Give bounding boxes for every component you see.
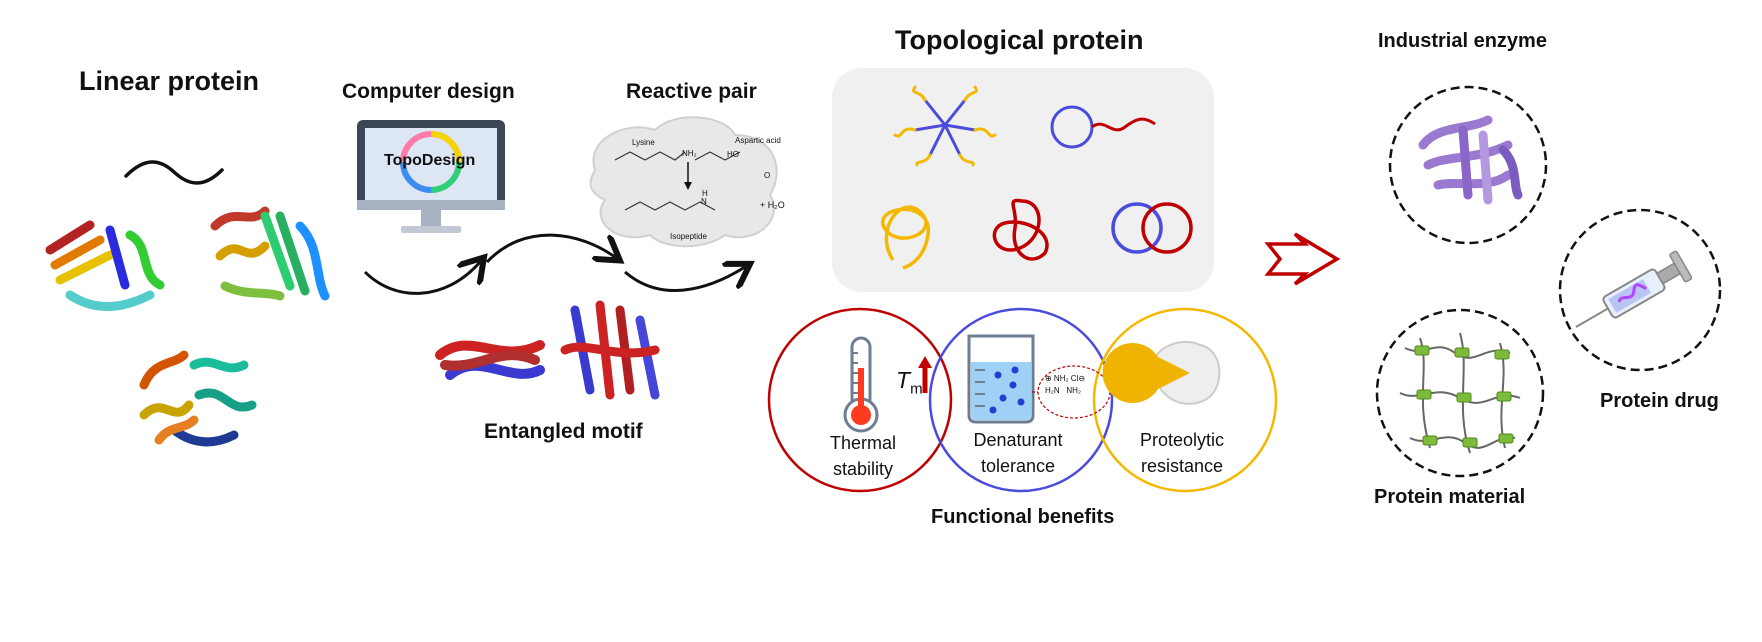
trefoil-yellow-icon: [881, 205, 930, 270]
denaturant-line-2: tolerance: [980, 456, 1056, 476]
proteolytic-resistance-text: Proteolytic resistance: [1121, 427, 1243, 479]
trefoil-red-icon: [992, 198, 1049, 261]
application-arrow-icon: [1264, 232, 1341, 286]
guanidinium-formula: ⊕ NH₂ Cl⊖H₂N NH₂: [1045, 374, 1086, 395]
h-label: H: [702, 189, 708, 198]
industrial-enzyme-title: Industrial enzyme: [1378, 30, 1547, 52]
benefits-venn: [767, 307, 1278, 493]
flow-arrow-3: [624, 267, 745, 292]
proteolytic-line-2: resistance: [1140, 456, 1224, 476]
proteolytic-line-1: Proteolytic: [1139, 430, 1225, 450]
lysine-label: Lysine: [632, 138, 655, 147]
entangled-motif-structure-1: [435, 340, 545, 380]
software-name: TopoDesign: [384, 152, 476, 169]
lasso-topology-icon: [1050, 105, 1156, 149]
ho-label: HO: [727, 150, 739, 159]
protein-material-title: Protein material: [1374, 486, 1526, 508]
entangled-motif-structure-2: [560, 300, 660, 400]
denaturant-circle: [928, 307, 1114, 493]
linear-chain-icon: [124, 160, 224, 185]
water-label: + H₂O: [760, 200, 785, 210]
tm-symbol: T: [896, 367, 911, 393]
o-label: O: [764, 171, 771, 180]
syringe-needle: [1575, 307, 1609, 328]
tm-subscript: m: [910, 380, 923, 398]
protein-material-circle: [1375, 308, 1545, 478]
nh2-label: NH₂: [682, 149, 697, 158]
tm-increase-arrow-icon: [918, 356, 932, 393]
proteolytic-circle: [1092, 307, 1278, 493]
computer-design-title: Computer design: [342, 80, 515, 103]
topological-protein-title: Topological protein: [895, 25, 1144, 55]
thermal-line-2: stability: [832, 459, 894, 479]
beaker-icon: [967, 334, 1035, 424]
thermal-stability-text: Thermal stability: [808, 430, 918, 482]
linear-protein-structure-2: [210, 206, 330, 301]
industrial-enzyme-circle: [1388, 85, 1548, 245]
reactive-pair-title: Reactive pair: [626, 80, 757, 103]
catenane-icon: [1111, 202, 1193, 254]
thermometer-icon: [843, 336, 879, 433]
isopeptide-label: Isopeptide: [670, 232, 707, 241]
protein-drug-circle: [1558, 208, 1722, 372]
n-label: N: [701, 197, 707, 206]
tm-label: Tm: [896, 367, 923, 398]
entangled-motif-title: Entangled motif: [484, 420, 643, 443]
linear-protein-structure-3: [139, 350, 257, 447]
monitor-icon: [357, 120, 505, 233]
protease-icon: [1102, 340, 1221, 405]
flow-arrow-1: [363, 262, 480, 295]
aspartic-acid-label: Aspartic acid: [735, 136, 781, 145]
protein-drug-title: Protein drug: [1600, 390, 1719, 412]
star-topology-icon: [893, 85, 997, 167]
linear-protein-title: Linear protein: [79, 66, 260, 96]
denaturant-tolerance-text: Denaturant tolerance: [958, 427, 1078, 479]
denaturant-line-1: Denaturant: [973, 430, 1063, 450]
reactive-pair-surface: [589, 116, 778, 248]
functional-benefits-title: Functional benefits: [931, 506, 1115, 528]
thermal-line-1: Thermal: [829, 433, 896, 453]
thermal-circle: [767, 307, 953, 493]
flow-arrow-2: [485, 233, 615, 262]
linear-protein-structure-1: [45, 220, 165, 312]
flow-arrows: [363, 233, 760, 295]
